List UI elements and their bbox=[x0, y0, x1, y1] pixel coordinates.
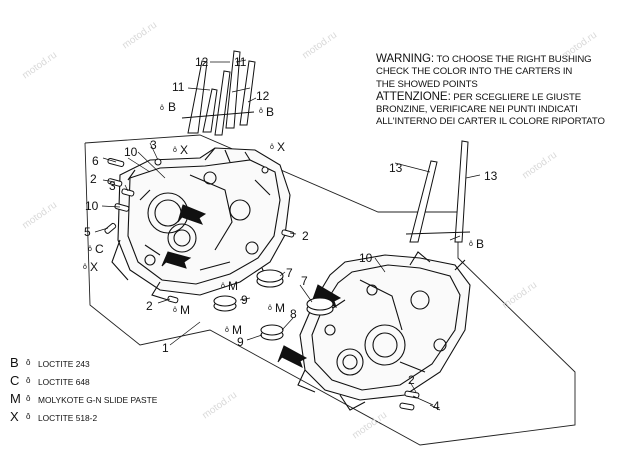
callout-7-a: 7 bbox=[286, 266, 293, 280]
symbol-b-lower: B bbox=[476, 237, 484, 251]
callout-10-c: 10 bbox=[359, 251, 373, 265]
warning-line-1: TO CHOOSE THE RIGHT BUSHING bbox=[436, 54, 592, 65]
symbol-m-4: M bbox=[232, 323, 242, 337]
drop-mark: ô bbox=[469, 241, 473, 248]
main-bearing-bushings bbox=[213, 269, 334, 341]
symbol-x-1: X bbox=[180, 143, 188, 157]
assembly-frame bbox=[84, 134, 576, 446]
legend-key: B bbox=[10, 355, 19, 370]
symbol-m-3: M bbox=[275, 301, 285, 315]
callout-1: 1 bbox=[162, 341, 169, 355]
callout-6: 6 bbox=[92, 154, 99, 168]
callout-2-c: 2 bbox=[146, 299, 153, 313]
drop-mark: ô bbox=[88, 246, 92, 253]
drop-mark: ô bbox=[270, 144, 274, 151]
drop-mark: ô bbox=[259, 108, 263, 115]
legend-key: X bbox=[10, 409, 19, 424]
symbol-b-right: B bbox=[266, 105, 274, 119]
drop-icon: ô bbox=[26, 412, 31, 421]
callout-11-a: 11 bbox=[234, 55, 247, 69]
symbol-c: C bbox=[95, 242, 104, 256]
drop-icon: ô bbox=[26, 394, 31, 403]
callout-11-b: 11 bbox=[172, 80, 185, 94]
legend-text: MOLYKOTE G-N SLIDE PASTE bbox=[38, 395, 158, 405]
callout-2-b: 2 bbox=[302, 229, 309, 243]
legend-text: LOCTITE 518-2 bbox=[38, 413, 98, 423]
callout-9-b: 9 bbox=[237, 335, 244, 349]
leader-lines bbox=[94, 59, 481, 411]
studs-group-13 bbox=[405, 140, 471, 243]
callout-3-b: 3 bbox=[109, 179, 116, 193]
drop-icon: ô bbox=[26, 376, 31, 385]
attenzione-line-2: BRONZINE, VERIFICARE NEI PUNTI INDICATI bbox=[376, 104, 578, 116]
warning-line-3: THE SHOWED POINTS bbox=[376, 78, 478, 90]
sealant-drop-marks: ô ô ô ô ô ô ô ô ô ô ô bbox=[83, 105, 473, 334]
callout-9-a: 9 bbox=[241, 293, 248, 307]
studs-group-11-12 bbox=[181, 50, 256, 136]
attenzione-heading: ATTENZIONE: bbox=[376, 89, 451, 103]
drop-icon: ô bbox=[26, 358, 31, 367]
dowel-pins bbox=[104, 157, 420, 411]
callout-10-a: 10 bbox=[124, 145, 138, 159]
symbol-x-3: X bbox=[90, 260, 98, 274]
symbol-x-2: X bbox=[277, 140, 285, 154]
warning-heading: WARNING: bbox=[376, 52, 435, 65]
legend-text: LOCTITE 648 bbox=[38, 377, 90, 387]
drop-mark: ô bbox=[268, 305, 272, 312]
symbol-b-left: B bbox=[168, 100, 176, 114]
callout-8: 8 bbox=[290, 307, 297, 321]
callout-12-b: 12 bbox=[256, 89, 270, 103]
legend-key: M bbox=[10, 391, 21, 406]
sealant-symbols: B B B C X X X M M M M bbox=[90, 100, 484, 337]
drop-mark: ô bbox=[160, 105, 164, 112]
callout-13-a: 13 bbox=[389, 161, 403, 175]
callout-3-a: 3 bbox=[150, 138, 157, 152]
attenzione-line-1: PER SCEGLIERE LE GIUSTE bbox=[453, 91, 582, 103]
callout-numbers: 12 11 11 12 3 10 6 2 3 10 5 2 7 9 2 1 7 … bbox=[84, 55, 498, 413]
drop-mark: ô bbox=[225, 327, 229, 334]
legend-key: C bbox=[10, 373, 20, 388]
callout-5: 5 bbox=[84, 225, 91, 239]
callout-2-d: 2 bbox=[408, 373, 415, 387]
callout-13-b: 13 bbox=[484, 169, 498, 183]
drop-mark: ô bbox=[173, 147, 177, 154]
callout-7-b: 7 bbox=[301, 274, 308, 288]
callout-2-a: 2 bbox=[90, 172, 97, 186]
symbol-m-2: M bbox=[180, 303, 190, 317]
bushing-check-arrows bbox=[161, 204, 342, 368]
drop-mark: ô bbox=[83, 264, 87, 271]
callout-10-b: 10 bbox=[85, 199, 99, 213]
attenzione-line-3: ALL'INTERNO DEI CARTER IL COLORE RIPORTA… bbox=[376, 116, 605, 128]
right-crankcase-half bbox=[297, 251, 471, 411]
callout-4: 4 bbox=[433, 399, 440, 413]
warning-line-2: CHECK THE COLOR INTO THE CARTERS IN bbox=[376, 66, 573, 78]
legend-text: LOCTITE 243 bbox=[38, 359, 90, 369]
symbol-m-1: M bbox=[228, 279, 238, 293]
drop-mark: ô bbox=[221, 283, 225, 290]
warning-note: WARNING: TO CHOOSE THE RIGHT BUSHING CHE… bbox=[376, 52, 616, 129]
callout-12-a: 12 bbox=[195, 55, 209, 69]
drop-mark: ô bbox=[173, 307, 177, 314]
